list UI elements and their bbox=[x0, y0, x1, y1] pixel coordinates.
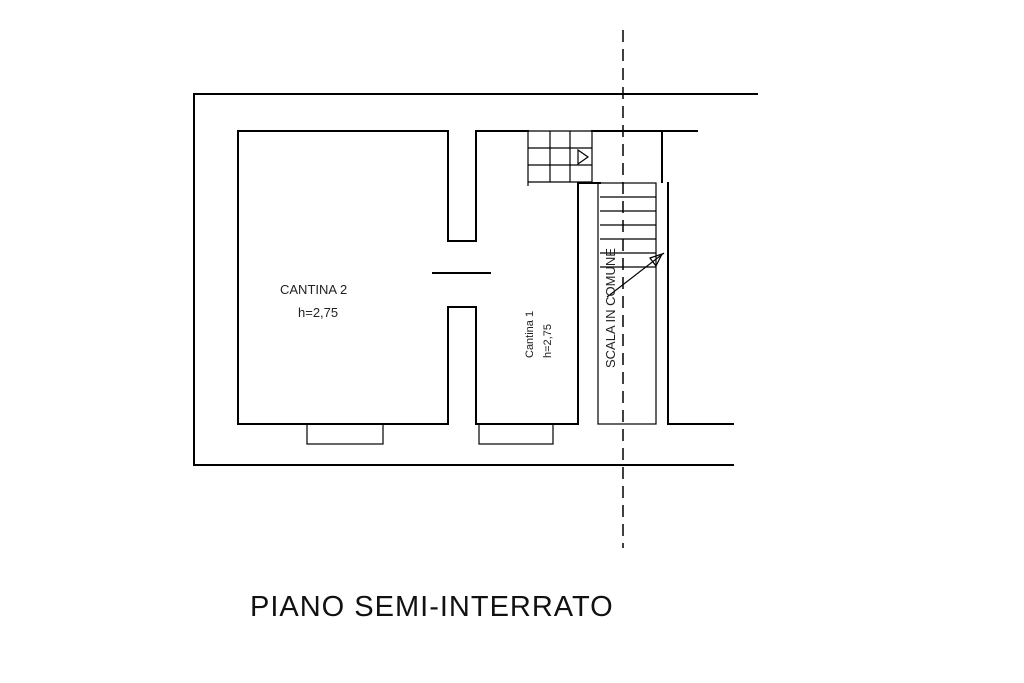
cantina-1-room bbox=[475, 130, 579, 445]
cantina-2-name: CANTINA 2 bbox=[280, 282, 347, 297]
cantina-2-room bbox=[237, 130, 449, 445]
upper-walls bbox=[475, 130, 734, 425]
upper-stair bbox=[527, 130, 593, 186]
plan-title: PIANO SEMI-INTERRATO bbox=[250, 591, 614, 623]
outer-walls bbox=[193, 93, 758, 466]
window-cantina-1 bbox=[478, 423, 554, 445]
scala-label: SCALA IN COMUNE bbox=[603, 248, 618, 368]
arrow-icon bbox=[577, 148, 590, 166]
cantina-1-name: Cantina 1 bbox=[524, 311, 536, 358]
cantina-2-height: h=2,75 bbox=[298, 305, 338, 320]
direction-arrow-icon bbox=[649, 252, 664, 268]
doorway bbox=[432, 240, 491, 308]
cantina-1-height: h=2,75 bbox=[542, 324, 554, 358]
main-stair bbox=[597, 182, 665, 425]
window-cantina-2 bbox=[306, 423, 384, 445]
